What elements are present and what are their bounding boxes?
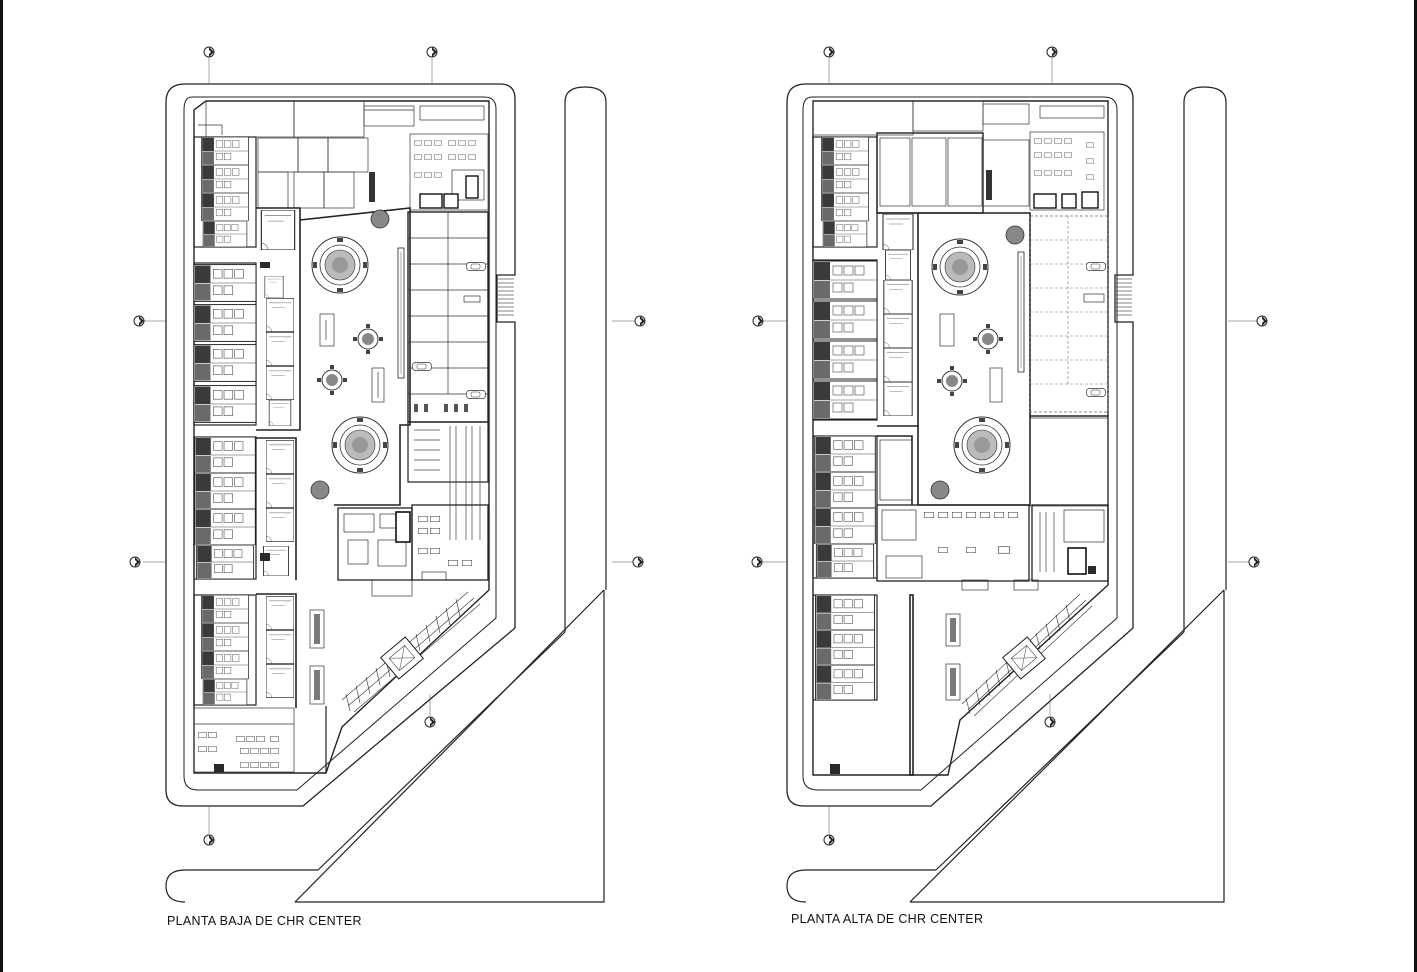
page-left-edge xyxy=(0,0,3,972)
upper-floor-plan xyxy=(751,46,1268,903)
page-right-edge xyxy=(1414,0,1417,972)
ground-floor-caption: PLANTA BAJA DE CHR CENTER xyxy=(167,914,362,928)
ground-floor-plan xyxy=(129,46,646,903)
upper-floor-caption: PLANTA ALTA DE CHR CENTER xyxy=(791,912,984,926)
